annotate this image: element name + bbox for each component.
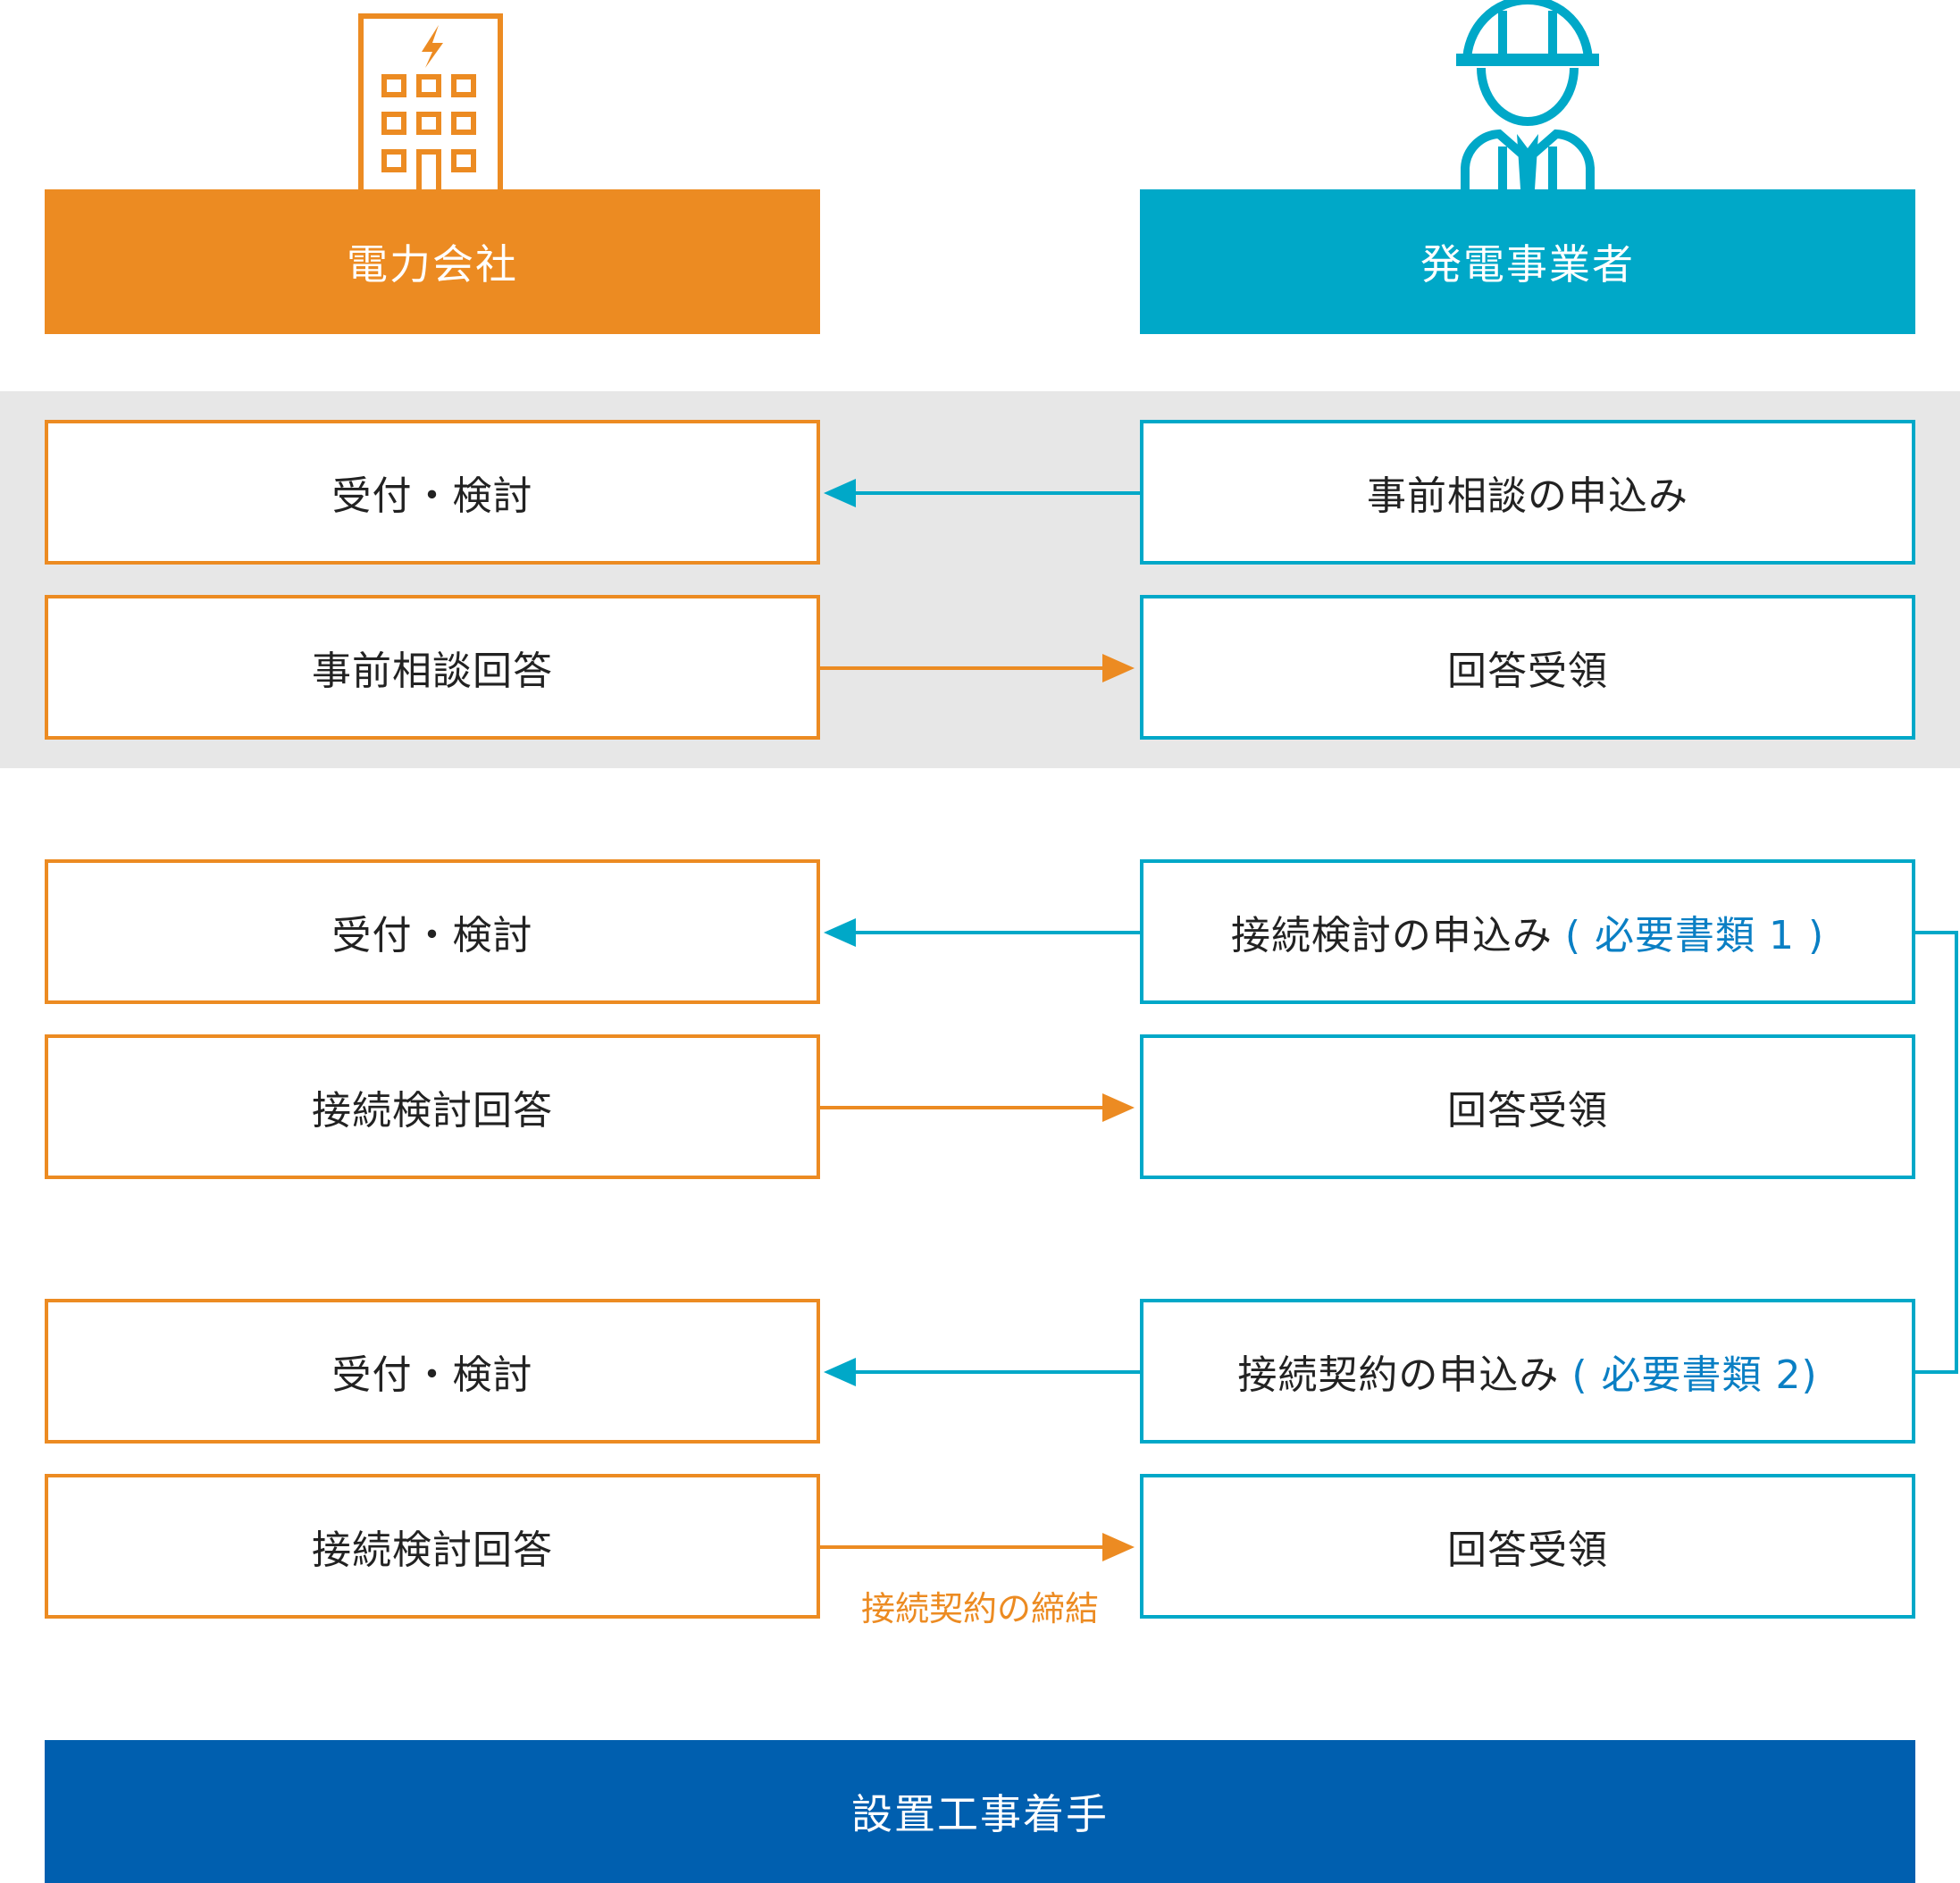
- consult-producer-receipt-box: 回答受領: [1140, 595, 1915, 740]
- consult-utility-answer-label: 事前相談回答: [312, 649, 553, 694]
- required-documents-1-note: ( 必要書類 1 ): [1564, 913, 1825, 958]
- utility-header: 電力会社: [45, 189, 820, 334]
- producer-header: 発電事業者: [1140, 189, 1915, 334]
- consult-producer-receipt-label: 回答受領: [1447, 649, 1608, 694]
- study-utility-receive-label: 受付・検討: [331, 913, 533, 958]
- study-producer-apply-box: 接続検討の申込み( 必要書類 1 ): [1140, 859, 1915, 1004]
- required-documents-2-note: ( 必要書類 2): [1571, 1352, 1818, 1398]
- study-request-arrowhead: [824, 918, 856, 947]
- study-utility-answer-box: 接続検討回答: [45, 1034, 820, 1179]
- contract-producer-apply-label: 接続契約の申込み: [1237, 1352, 1560, 1398]
- consult-utility-answer-box: 事前相談回答: [45, 595, 820, 740]
- utility-header-label: 電力会社: [347, 240, 518, 289]
- contract-conclusion-caption: 接続契約の締結: [820, 1581, 1140, 1631]
- consult-producer-apply-label: 事前相談の申込み: [1367, 473, 1688, 519]
- study-utility-answer-label: 接続検討回答: [312, 1088, 553, 1134]
- construction-start-label: 設置工事着手: [851, 1790, 1109, 1838]
- producer-header-label: 発電事業者: [1420, 240, 1635, 289]
- consult-utility-receive-box: 受付・検討: [45, 420, 820, 565]
- contract-producer-apply-box: 接続契約の申込み( 必要書類 2): [1140, 1299, 1915, 1444]
- consult-answer-arrowhead: [1102, 654, 1135, 682]
- contract-utility-receive-label: 受付・検討: [331, 1352, 533, 1398]
- consult-utility-receive-label: 受付・検討: [331, 473, 533, 519]
- contract-conclusion-label: 接続契約の締結: [860, 1589, 1099, 1628]
- contract-producer-receipt-label: 回答受領: [1447, 1527, 1608, 1573]
- contract-producer-receipt-box: 回答受領: [1140, 1474, 1915, 1619]
- study-utility-receive-box: 受付・検討: [45, 859, 820, 1004]
- worker-icon: [1456, 0, 1599, 189]
- building-icon: [358, 13, 503, 189]
- contract-utility-receive-box: 受付・検討: [45, 1299, 820, 1444]
- consult-producer-apply-box: 事前相談の申込み: [1140, 420, 1915, 565]
- study-producer-receipt-box: 回答受領: [1140, 1034, 1915, 1179]
- contract-request-arrowhead: [824, 1358, 856, 1386]
- contract-utility-answer-label: 接続検討回答: [312, 1527, 553, 1573]
- construction-start-bar: 設置工事着手: [45, 1740, 1915, 1883]
- documents-bracket-connector: [1915, 931, 1958, 1374]
- contract-answer-arrowhead: [1102, 1533, 1135, 1561]
- study-producer-receipt-label: 回答受領: [1447, 1088, 1608, 1134]
- study-answer-arrowhead: [1102, 1093, 1135, 1122]
- consult-request-arrowhead: [824, 479, 856, 507]
- contract-utility-answer-box: 接続検討回答: [45, 1474, 820, 1619]
- study-producer-apply-label: 接続検討の申込み: [1230, 913, 1553, 958]
